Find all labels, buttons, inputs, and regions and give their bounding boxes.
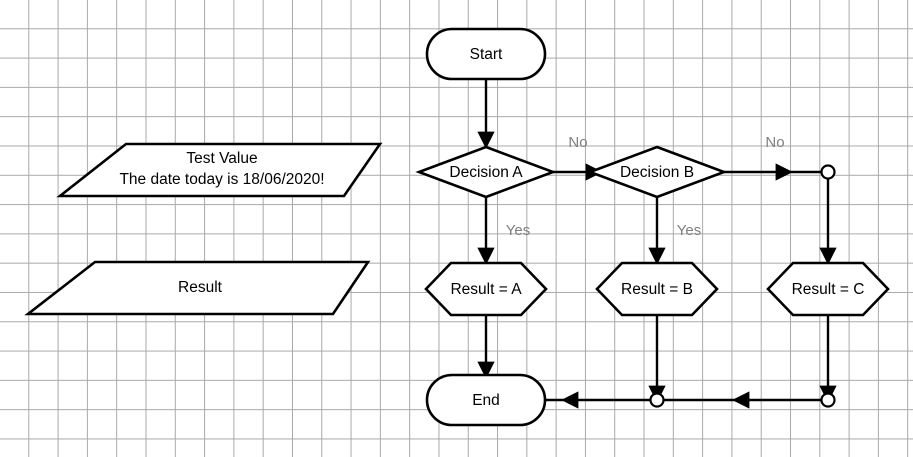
node-end-label: End [472, 392, 500, 409]
node-decision-b-label: Decision B [620, 164, 694, 181]
edge-label-b-no: No [765, 134, 784, 151]
node-result-a-label: Result = A [450, 281, 522, 298]
node-decision-b: Decision B [586, 145, 728, 199]
edge-label-b-yes: Yes [677, 222, 701, 239]
node-end: End [425, 373, 547, 427]
test-value-line-1: Test Value [186, 150, 257, 167]
edge-label-a-yes: Yes [506, 222, 530, 239]
node-start: Start [425, 27, 547, 81]
node-start-label: Start [470, 46, 503, 63]
node-result-a: Result = A [424, 261, 548, 317]
junction-bottom-mid [649, 392, 665, 408]
node-result-b: Result = B [595, 261, 719, 317]
node-decision-a-label: Decision A [449, 164, 523, 181]
result-output-label: Result [178, 279, 223, 296]
edge-label-a-no: No [568, 134, 587, 151]
node-result-b-label: Result = B [621, 281, 693, 298]
node-decision-a: Decision A [415, 145, 557, 199]
io-node-test-value: Test Value The date today is 18/06/2020! [56, 142, 383, 198]
node-result-c-label: Result = C [792, 281, 865, 298]
junction-right-top [820, 164, 836, 180]
junction-bottom-right [820, 392, 836, 408]
io-node-result-output: Result [24, 260, 371, 316]
test-value-line-2: The date today is 18/06/2020! [119, 171, 324, 188]
node-result-c: Result = C [766, 261, 890, 317]
